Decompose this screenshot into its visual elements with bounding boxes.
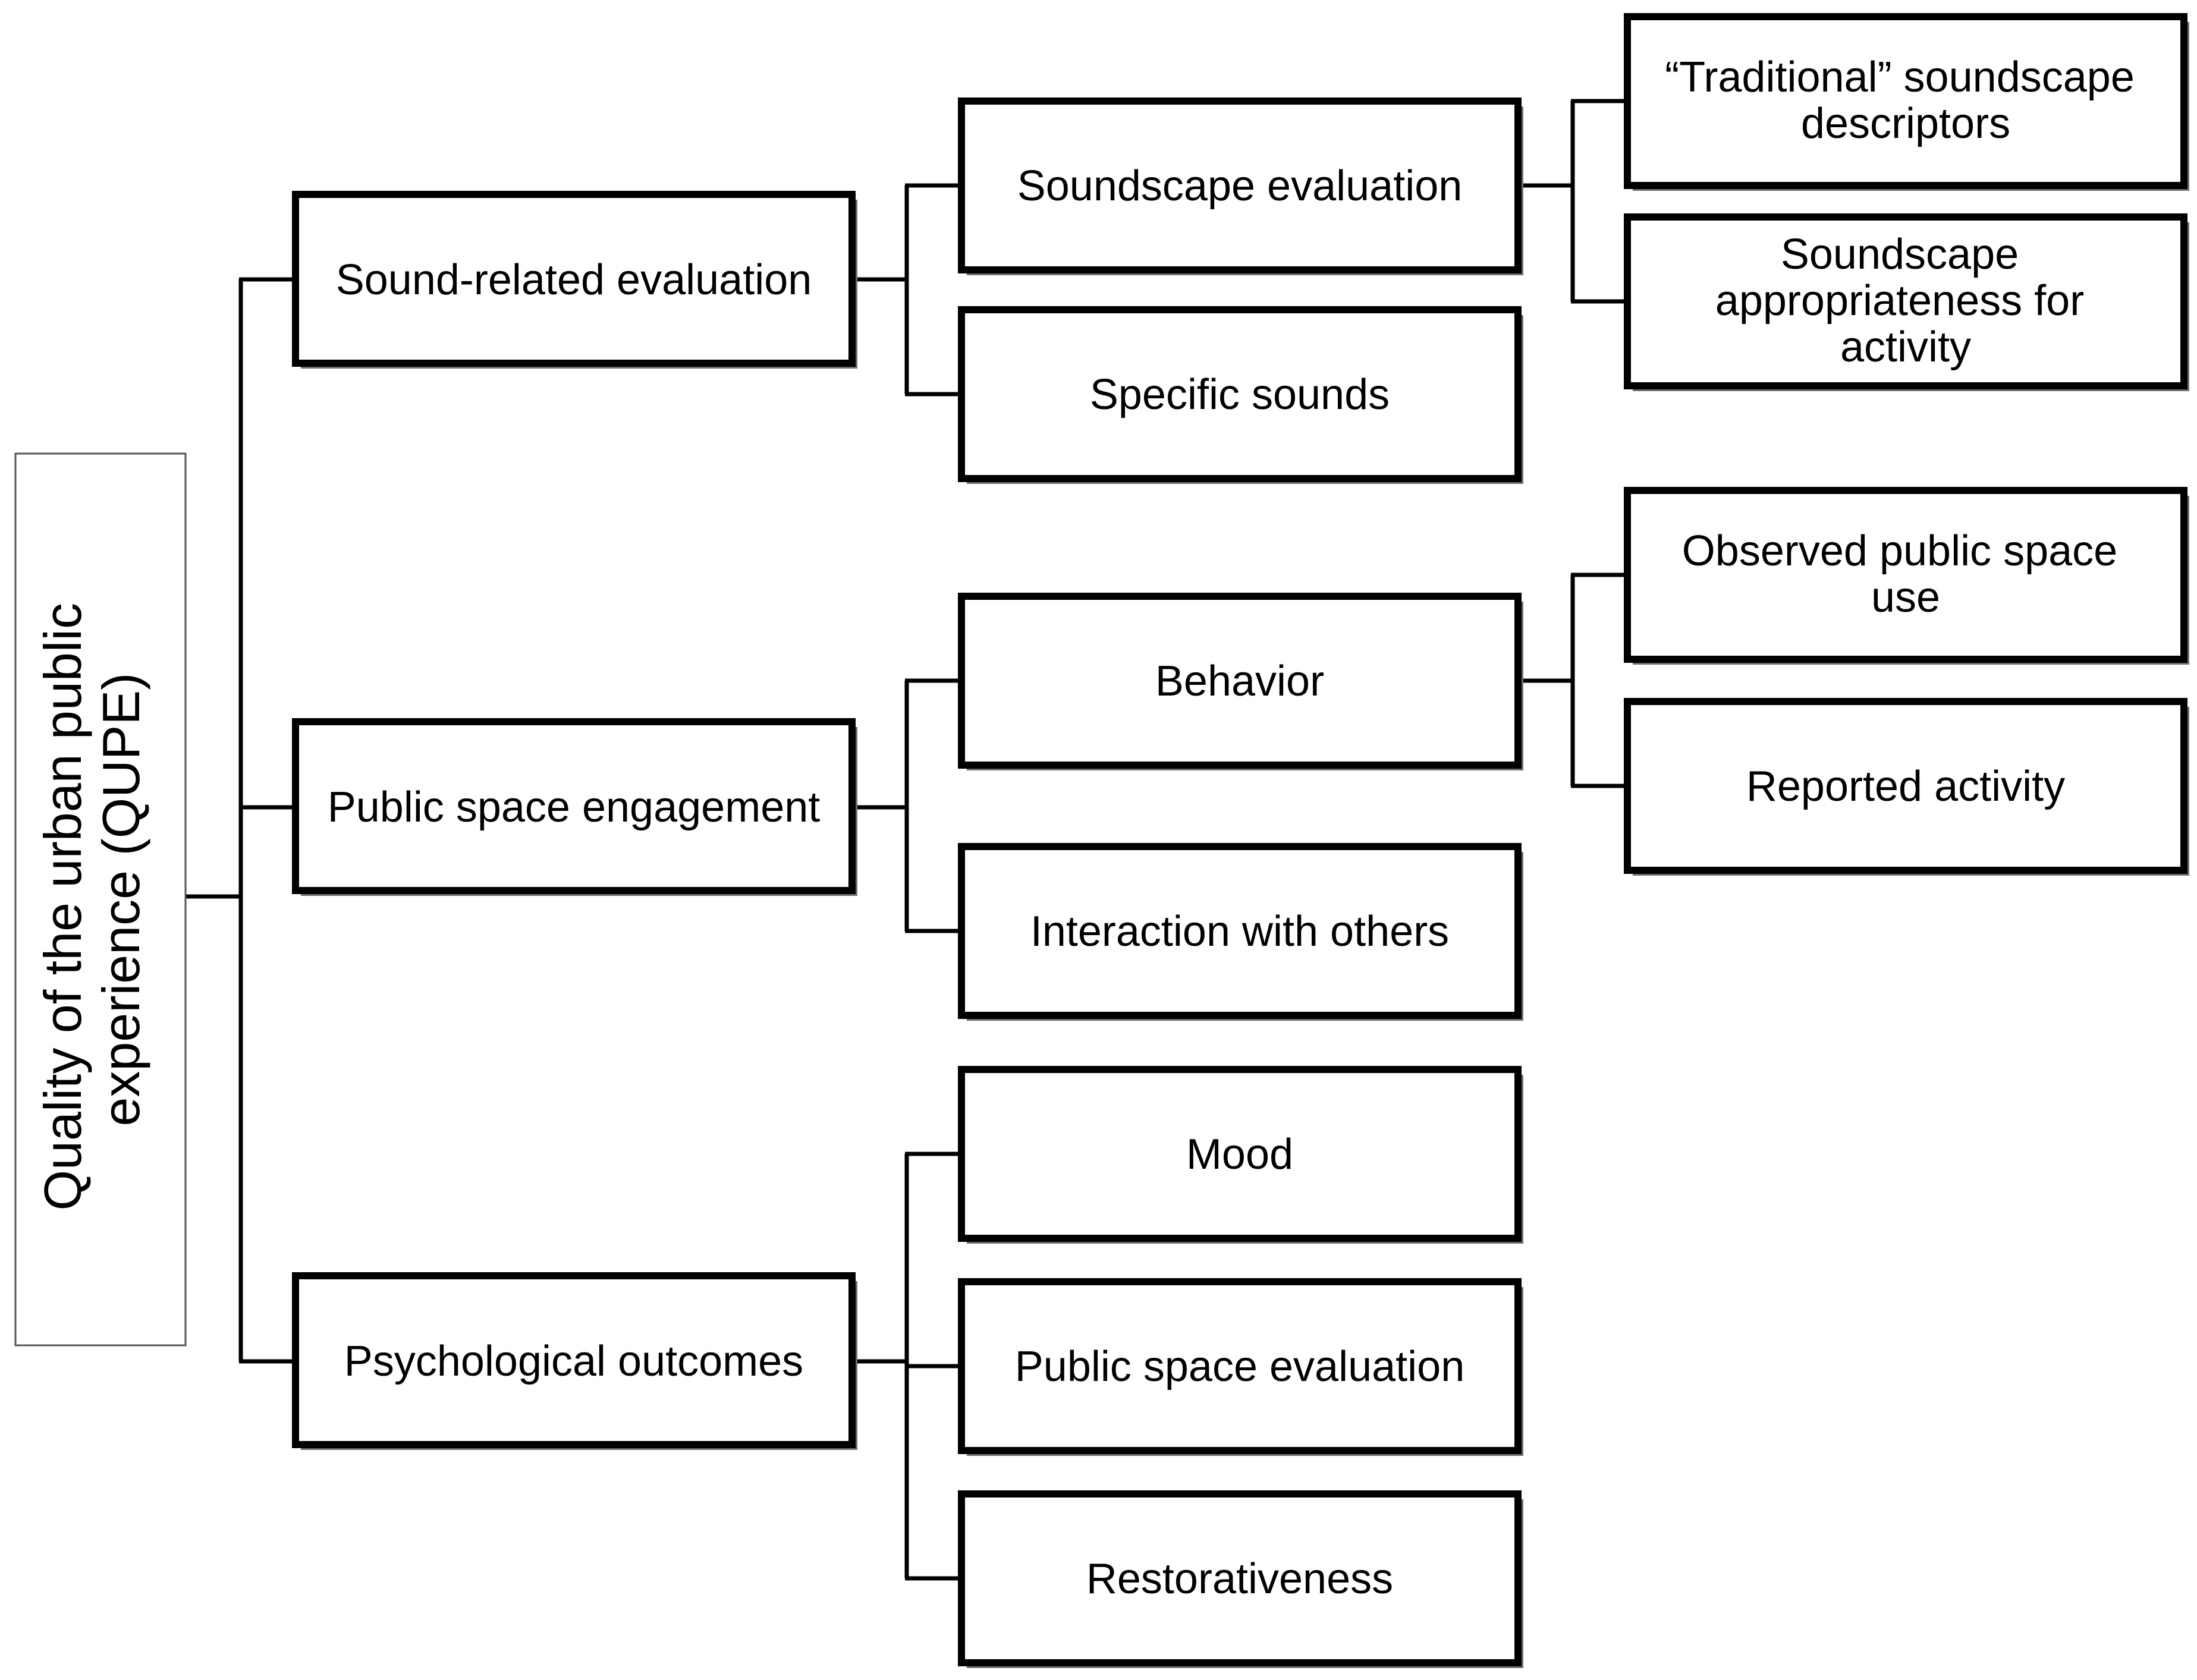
node-box: [958, 1490, 1522, 1666]
node-label: Behavior: [1155, 657, 1324, 705]
node-box: [958, 593, 1522, 769]
node-label-line-2: descriptors: [1801, 100, 2010, 147]
node-box: [292, 718, 856, 894]
node-observed-public-space-use: Observed public space use: [1624, 487, 2189, 665]
node-label-line-1: Reported activity: [1746, 763, 2065, 810]
node-box: [958, 1278, 1522, 1454]
node-reported-activity: Reported activity: [1624, 698, 2189, 876]
node-box: [958, 1066, 1522, 1242]
node-label: Interaction with others: [1030, 908, 1449, 955]
node-behavior: Behavior: [958, 593, 1523, 770]
node-label-line-1: Observed public space: [1682, 527, 2117, 575]
node-label-line-2: use: [1871, 574, 1940, 621]
node-specific-sounds: Specific sounds: [958, 306, 1523, 484]
node-box: [1624, 487, 2187, 663]
node-box: [292, 191, 856, 367]
node-sound-related-evaluation: Sound-related evaluation: [292, 191, 857, 369]
node-interaction-with-others: Interaction with others: [958, 843, 1523, 1021]
node-soundscape-evaluation: Soundscape evaluation: [958, 97, 1523, 275]
node-label: Reported activity: [1746, 763, 2065, 810]
node-box: [292, 1272, 856, 1448]
node-label-line-1: Soundscape: [1781, 231, 2019, 278]
node-label: Public space evaluation: [1015, 1343, 1465, 1390]
root-node: Quality of the urban public experience (…: [14, 452, 187, 1346]
node-box: [1624, 13, 2187, 189]
node-label: Psychological outcomes: [344, 1338, 803, 1385]
node-psychological-outcomes: Psychological outcomes: [292, 1272, 857, 1450]
node-label: Specific sounds: [1090, 371, 1390, 419]
node-public-space-evaluation: Public space evaluation: [958, 1278, 1523, 1456]
node-box: [958, 97, 1522, 273]
node-soundscape-appropriateness: Soundscape appropriateness for activity: [1624, 213, 2189, 391]
node-public-space-engagement: Public space engagement: [292, 718, 857, 896]
node-label-line-2: appropriateness for: [1715, 277, 2084, 325]
node-mood: Mood: [958, 1066, 1523, 1244]
node-box: [1624, 698, 2187, 874]
root-label-line-2: experience (QUPE): [92, 673, 150, 1127]
root-label: Quality of the urban public experience (…: [33, 589, 150, 1211]
root-label-line-1: Quality of the urban public: [33, 603, 92, 1210]
node-label: Mood: [1186, 1131, 1293, 1178]
node-label: Soundscape appropriateness for activity: [1715, 231, 2096, 371]
node-label: Soundscape evaluation: [1017, 162, 1463, 210]
node-restorativeness: Restorativeness: [958, 1490, 1523, 1668]
node-label: Restorativeness: [1086, 1555, 1393, 1603]
node-label-line-1: “Traditional” soundscape: [1665, 54, 2135, 101]
root-box: [14, 452, 187, 1346]
connectors: [186, 99, 1627, 1581]
node-box: [958, 843, 1522, 1019]
node-box: [1624, 213, 2187, 389]
node-label: Observed public space use: [1682, 527, 2129, 621]
node-label-line-3: activity: [1840, 323, 1971, 371]
node-label: “Traditional” soundscape descriptors: [1665, 54, 2146, 147]
node-label: Public space engagement: [328, 784, 821, 831]
node-box: [958, 306, 1522, 482]
node-traditional-soundscape-descriptors: “Traditional” soundscape descriptors: [1624, 13, 2189, 191]
node-label: Sound-related evaluation: [336, 256, 812, 304]
